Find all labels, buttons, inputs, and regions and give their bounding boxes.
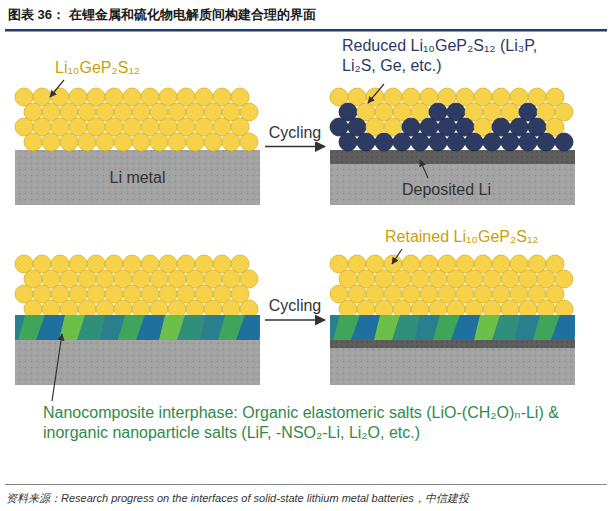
cycling-arrow (265, 319, 325, 321)
panel-label: Li₁₀GeP₂S₁₂ (55, 58, 140, 78)
cycling-arrow (265, 146, 325, 148)
li-metal-slab (15, 340, 260, 385)
interphase-layer (15, 315, 260, 340)
particle (393, 133, 411, 151)
particle (339, 133, 357, 151)
particle (96, 133, 114, 151)
li-metal-slab (15, 150, 260, 205)
deposited-li-layer (330, 150, 575, 164)
particle (483, 133, 501, 151)
panel: Retained Li₁₀GeP₂S₁₂ (330, 255, 575, 385)
particle (465, 133, 483, 151)
particle (240, 133, 258, 151)
particle (411, 133, 429, 151)
figure-title: 图表 36： 在锂金属和硫化物电解质间构建合理的界面 (8, 6, 316, 24)
particle (375, 133, 393, 151)
particle (447, 133, 465, 151)
particle (429, 133, 447, 151)
li-metal-slab (330, 348, 575, 385)
particle (132, 133, 150, 151)
particle (24, 133, 42, 151)
particle (186, 133, 204, 151)
interphase-grain (551, 315, 575, 340)
edge-label: Cycling (267, 124, 323, 142)
interphase-layer (330, 315, 575, 340)
particle (519, 133, 537, 151)
panel: Li₁₀GeP₂S₁₂Li metal (15, 88, 260, 205)
particle (60, 133, 78, 151)
particle (42, 133, 60, 151)
panel: Reduced Li₁₀GeP₂S₁₂ (Li₃P, Li₂S, Ge, etc… (330, 88, 575, 205)
panel-label: Deposited Li (402, 180, 491, 200)
particle (537, 133, 555, 151)
panel-label: Reduced Li₁₀GeP₂S₁₂ (Li₃P, Li₂S, Ge, etc… (342, 36, 542, 76)
interphase-grain (574, 315, 575, 340)
particle (114, 133, 132, 151)
leader-line (368, 84, 384, 103)
particle (168, 133, 186, 151)
particle (555, 133, 573, 151)
particles (15, 88, 573, 318)
particle (150, 133, 168, 151)
particle (204, 133, 222, 151)
leader-line (50, 80, 64, 97)
leader-line (420, 160, 428, 178)
source-rule (5, 484, 607, 485)
interphase-grain (259, 315, 260, 340)
panel-label: Retained Li₁₀GeP₂S₁₂ (385, 227, 539, 247)
particle (357, 133, 375, 151)
li-metal-slab (330, 164, 575, 205)
panel-label: Nanocomposite interphase: Organic elasto… (43, 403, 603, 443)
source-note: 资料来源：Research progress on the interfaces… (6, 491, 469, 506)
deposited-li-layer (330, 340, 575, 348)
leader-line (392, 249, 402, 264)
leader-line (52, 334, 62, 401)
particle (501, 133, 519, 151)
particle (78, 133, 96, 151)
title-rule (5, 29, 607, 32)
interphase-grain (236, 315, 260, 340)
edge-label: Cycling (267, 297, 323, 315)
particle (222, 133, 240, 151)
panel: Nanocomposite interphase: Organic elasto… (15, 255, 260, 385)
panel-label: Li metal (15, 168, 260, 188)
